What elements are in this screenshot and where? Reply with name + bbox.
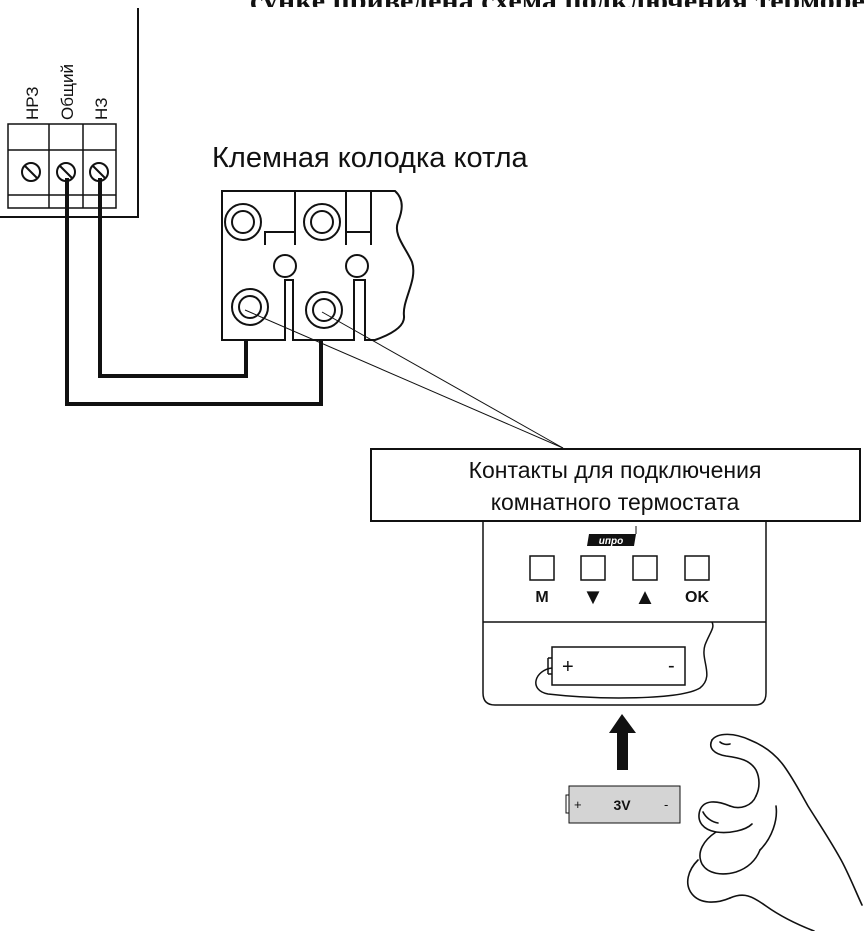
button-label-ok: OK [685,589,709,606]
boiler-block-notch [264,231,295,245]
insert-arrow-icon [609,714,636,770]
wire-nz-to-boiler [98,178,248,378]
boiler-block-hole [273,254,297,278]
thermostat-body [482,521,767,706]
boiler-block-title: Клемная колодка котла [212,142,529,174]
battery-slot [551,646,686,686]
boiler-contact-left-icon [231,288,269,326]
battery-plus: + [574,797,582,812]
callout-line-1: Контакты для подключения [469,457,762,483]
button-down[interactable] [580,555,606,581]
arrow-up-icon: ▲ [634,584,656,609]
slot-plus-label: + [562,656,574,678]
battery-minus: - [664,797,668,812]
hand-icon [686,733,863,931]
callout-leader [244,309,564,449]
battery-voltage: 3V [613,797,631,813]
button-up[interactable] [632,555,658,581]
boiler-block-notch [345,231,371,245]
thermostat [482,521,767,706]
boiler-block-hole [345,254,369,278]
callout-line-2: комнатного термостата [491,489,740,515]
top-caption-clip: сунке приведена схема подключения термор… [250,0,865,17]
button-ok[interactable] [684,555,710,581]
brand-plate [587,534,636,546]
screw-icon [21,162,41,182]
boiler-block-body [221,190,415,341]
wires [65,178,323,406]
slot-minus-label: - [668,655,675,677]
callout-box: Контакты для подключения комнатного терм… [370,448,861,522]
button-label-m: M [535,589,548,606]
terminal-label-common: Общий [58,64,77,120]
battery-3v [565,785,681,824]
terminal-strip [7,123,117,209]
arrow-down-icon: ▼ [582,584,604,609]
terminal-label-nz: НЗ [92,97,111,120]
wire-common-to-boiler [65,178,323,406]
button-m[interactable] [529,555,555,581]
terminal-label-nrz: НРЗ [23,86,42,120]
boiler-screw-icon [224,203,262,241]
boiler-contact-right-icon [305,291,343,329]
top-caption: сунке приведена схема подключения термор… [250,0,865,17]
boiler-terminal-block [221,190,415,341]
boiler-screw-icon [303,203,341,241]
battery-wire [535,621,714,699]
brand-label: ипро [599,536,623,547]
